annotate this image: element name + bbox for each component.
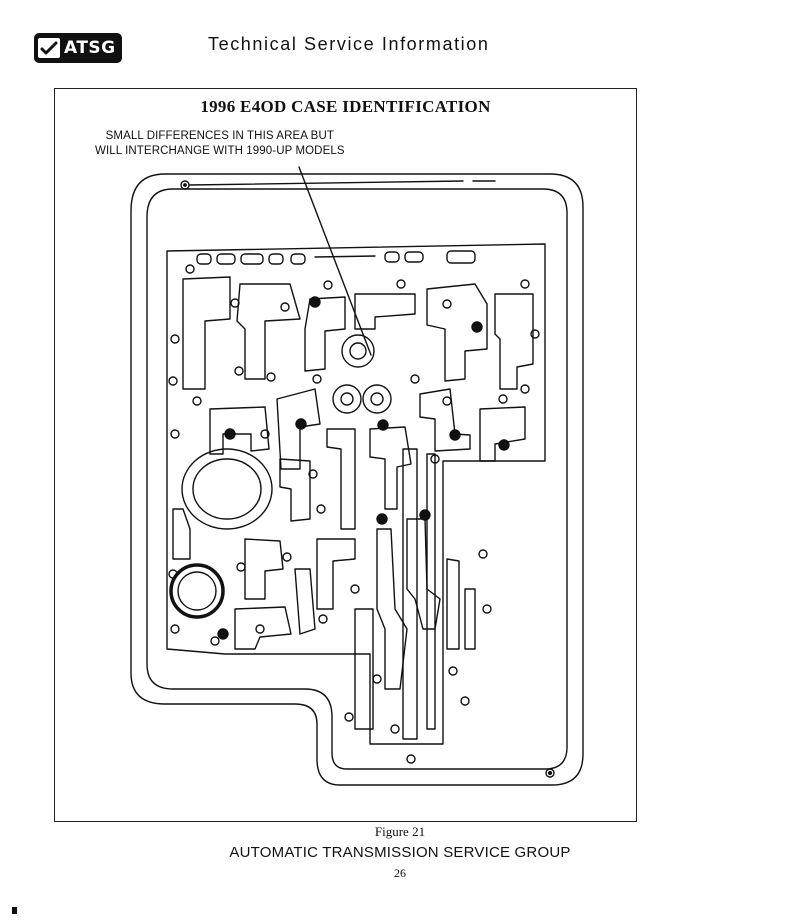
accumulator-bore	[169, 563, 225, 619]
callout-line-2: WILL INTERCHANGE WITH 1990-UP MODELS	[95, 145, 345, 157]
figure-caption: Figure 21	[374, 824, 426, 839]
case-outer-outline	[130, 173, 584, 786]
page-number: 26	[394, 866, 406, 880]
atsg-logo: ATSG	[34, 33, 122, 63]
bolt-hole	[545, 768, 555, 778]
separator-plate-outline	[166, 243, 546, 745]
callout-annotation: SMALL DIFFERENCES IN THIS AREA BUT WILL …	[95, 129, 345, 159]
callout-line-1: SMALL DIFFERENCES IN THIS AREA BUT	[105, 130, 334, 142]
case-passage-drawing	[130, 166, 584, 786]
figure-frame: 1996 E4OD CASE IDENTIFICATION SMALL DIFF…	[54, 88, 637, 822]
case-inner-outline	[146, 188, 568, 770]
scan-mark	[12, 907, 17, 914]
page-header-title: Technical Service Information	[208, 34, 490, 54]
servo-bore	[181, 448, 273, 530]
figure-title: 1996 E4OD CASE IDENTIFICATION	[200, 97, 491, 116]
checkmark-badge-icon	[38, 38, 60, 58]
bolt-hole	[180, 180, 190, 190]
logo-text: ATSG	[64, 38, 116, 58]
footer-organization: AUTOMATIC TRANSMISSION SERVICE GROUP	[229, 844, 571, 861]
page-header: ATSG Technical Service Information	[30, 30, 770, 70]
callout-leader-line	[298, 166, 372, 356]
